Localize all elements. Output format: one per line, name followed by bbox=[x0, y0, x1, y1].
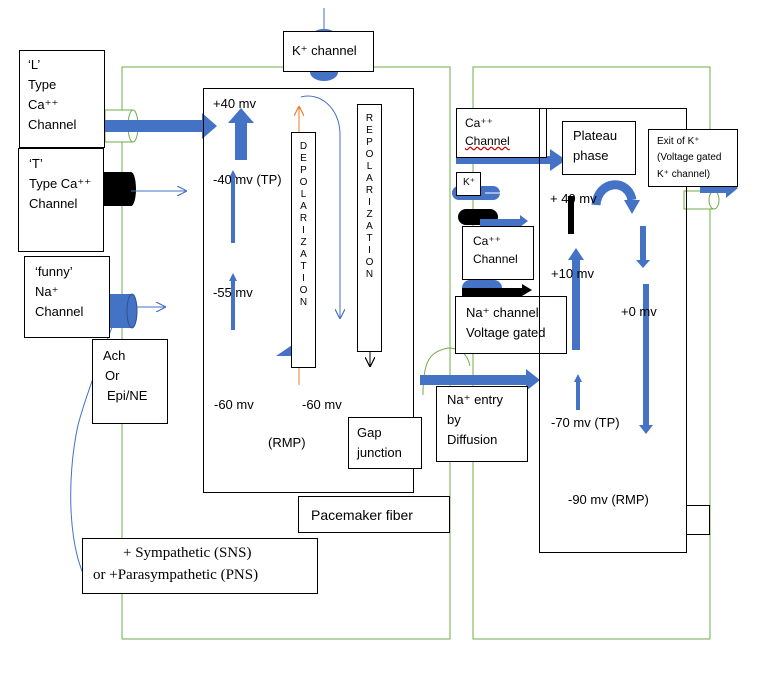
contractile-plus10-label: +10 mv bbox=[551, 266, 594, 281]
exit-k-cylinder bbox=[683, 190, 720, 210]
gap-junction-box: Gap junction bbox=[348, 417, 422, 469]
na-entry-box: Na⁺ entry by Diffusion bbox=[436, 386, 528, 462]
contractile-rmp-label: -90 mv (RMP) bbox=[568, 492, 649, 507]
pacemaker-tp-label: -40 mv (TP) bbox=[213, 172, 282, 187]
contractile-corner-box bbox=[686, 505, 710, 535]
pacemaker-minus60-a-label: -60 mv bbox=[214, 397, 254, 412]
funny-channel-box: ‘funny’ Na⁺ Channel bbox=[24, 256, 110, 338]
plateau-black-bar bbox=[568, 196, 574, 234]
l-type-line-3: Ca⁺⁺ bbox=[28, 97, 59, 112]
neuro-box: Ach Or Epi/NE bbox=[92, 339, 168, 424]
phase1-down-arrow bbox=[636, 226, 650, 268]
na-entry-arrow bbox=[420, 369, 540, 391]
exit-k-line-2: (Voltage gated bbox=[657, 152, 722, 163]
funny-line-1: ‘funny’ bbox=[35, 264, 73, 279]
l-type-line-4: Channel bbox=[28, 117, 77, 132]
k-small-box: K⁺ bbox=[456, 172, 481, 196]
exit-k-box: Exit of K⁺ (Voltage gated K⁺ channel) bbox=[648, 129, 738, 187]
contractile-zero-label: +0 mv bbox=[621, 304, 657, 319]
ca-top-arrow bbox=[456, 149, 566, 171]
contractile-tp-label: -70 mv (TP) bbox=[551, 415, 620, 430]
neuro-line-3: Epi/NE bbox=[107, 388, 148, 403]
neuro-line-1: Ach bbox=[103, 348, 126, 363]
rise-arrow-tp bbox=[229, 170, 237, 243]
phase3-down-arrow bbox=[639, 284, 653, 434]
exit-k-line-1: Exit of K⁺ bbox=[657, 136, 700, 147]
t-type-channel-box: ‘T’ Type Ca⁺⁺ Channel bbox=[18, 148, 104, 252]
gap-junction-line-1: Gap bbox=[357, 425, 382, 440]
na-channel-black-arrow bbox=[462, 284, 532, 296]
ca-mid-line-2: Channel bbox=[473, 252, 518, 266]
k-small-label: K⁺ bbox=[463, 177, 475, 188]
na-vg-line-1: Na⁺ channel bbox=[466, 305, 539, 320]
contractile-panel bbox=[539, 108, 687, 553]
plateau-line-1: Plateau bbox=[573, 128, 618, 143]
phase0-up-arrow bbox=[568, 248, 584, 350]
plateau-curved-arrow bbox=[591, 180, 637, 206]
autonomic-line-2: or +Parasympathetic (PNS) bbox=[93, 567, 259, 583]
plateau-box: Plateau phase bbox=[562, 121, 636, 175]
plateau-line-2: phase bbox=[573, 148, 609, 163]
autonomic-box: + Sympathetic (SNS) or +Parasympathetic … bbox=[82, 538, 318, 594]
autonomic-line-1: + Sympathetic (SNS) bbox=[123, 545, 252, 561]
contractile-plus40-label: + 40 mv bbox=[550, 191, 597, 206]
pacemaker-panel bbox=[203, 88, 414, 493]
k-channel-label: K⁺ channel bbox=[292, 43, 357, 58]
upstroke-thick-arrow bbox=[228, 108, 254, 160]
gap-junction-connector bbox=[422, 347, 471, 396]
na-entry-line-3: Diffusion bbox=[447, 432, 498, 447]
na-vg-line-2: Voltage gated bbox=[466, 325, 546, 340]
funny-line-3: Channel bbox=[35, 304, 84, 319]
ca-mid-arrow bbox=[480, 215, 528, 227]
l-type-ca-entry-arrow bbox=[84, 113, 217, 139]
ca-mid-line-1: Ca⁺⁺ bbox=[473, 234, 502, 248]
k-channel-box: K⁺ channel bbox=[283, 31, 374, 72]
repol-down-arrow bbox=[362, 352, 378, 370]
ca-top-line-1: Ca⁺⁺ bbox=[465, 116, 494, 130]
ca-top-line-2: Channel bbox=[465, 134, 510, 148]
na-entry-line-1: Na⁺ entry bbox=[447, 392, 503, 407]
pacemaker-minus55-label: -55 mv bbox=[213, 285, 253, 300]
ca-mid-channel-box: Ca⁺⁺ Channel bbox=[462, 226, 534, 280]
gap-junction-line-2: junction bbox=[357, 445, 402, 460]
exit-k-line-3: K⁺ channel) bbox=[657, 169, 711, 180]
pacemaker-fiber-label: Pacemaker fiber bbox=[311, 507, 413, 523]
na-vg-channel-box: Na⁺ channel Voltage gated bbox=[455, 296, 567, 354]
t-type-channel-cylinder bbox=[103, 172, 136, 206]
pacemaker-rmp-label: (RMP) bbox=[268, 435, 306, 450]
l-type-channel-box: ‘L’ Type Ca⁺⁺ Channel bbox=[19, 50, 105, 148]
pacemaker-fiber-label-box: Pacemaker fiber bbox=[298, 496, 450, 533]
na-entry-line-2: by bbox=[447, 412, 461, 427]
rise-arrow-55 bbox=[229, 273, 237, 330]
ca-top-channel-box: Ca⁺⁺ Channel bbox=[456, 108, 547, 158]
pacemaker-minus60-b-label: -60 mv bbox=[302, 397, 342, 412]
l-type-line-1: ‘L’ bbox=[28, 57, 41, 72]
pacemaker-plus40-label: +40 mv bbox=[213, 96, 256, 111]
t-type-line-3: Channel bbox=[29, 196, 78, 211]
neuro-line-2: Or bbox=[105, 368, 120, 383]
t-type-line-2: Type Ca⁺⁺ bbox=[29, 176, 92, 191]
funny-line-2: Na⁺ bbox=[35, 284, 59, 299]
small-up-arrow bbox=[574, 374, 582, 410]
l-type-line-2: Type bbox=[28, 77, 57, 92]
repol-curve-arrow bbox=[300, 95, 340, 318]
t-type-line-1: ‘T’ bbox=[29, 156, 43, 171]
